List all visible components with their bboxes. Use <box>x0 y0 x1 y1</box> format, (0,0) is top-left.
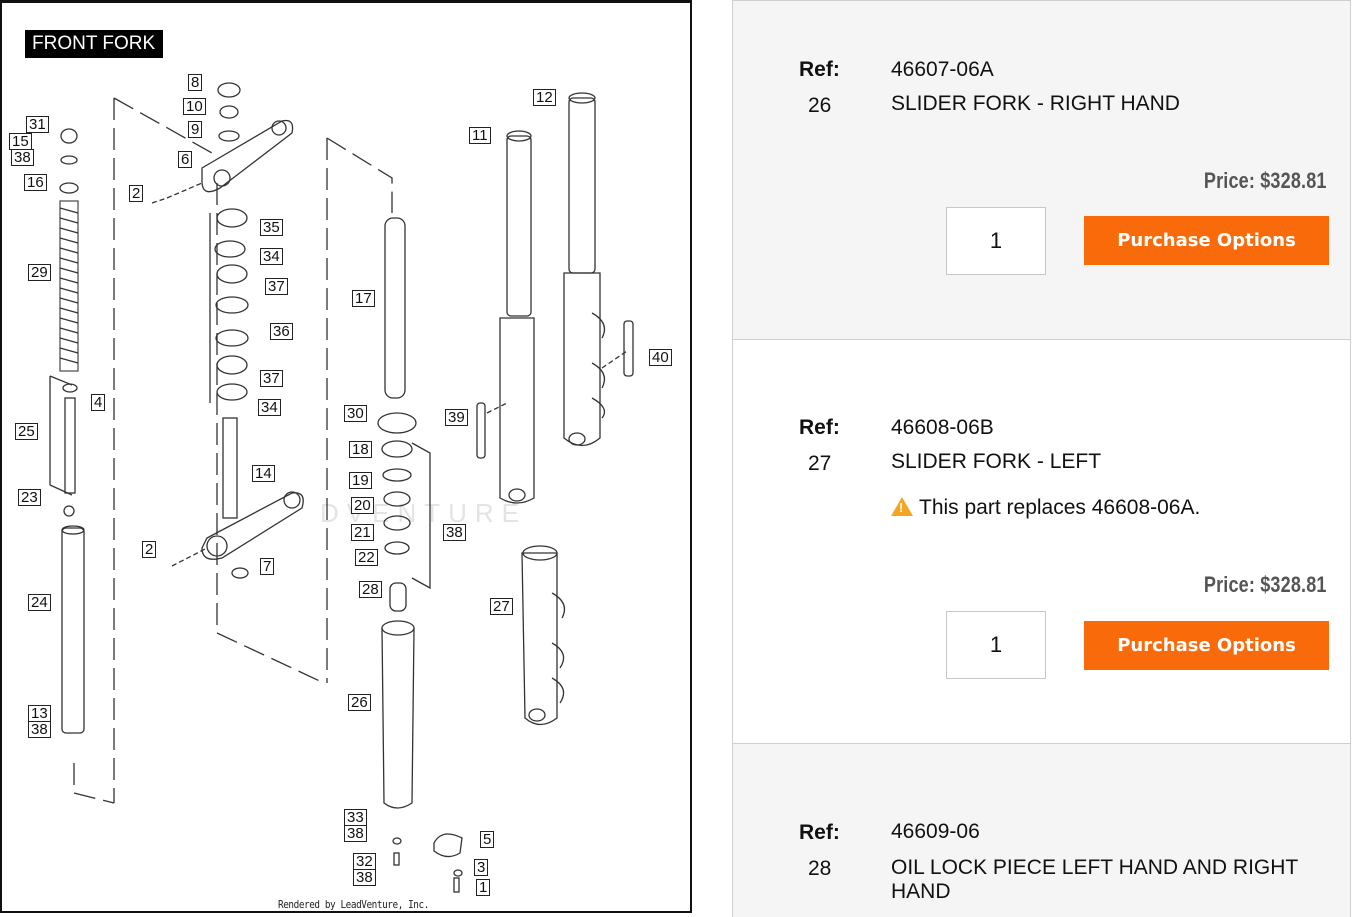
callout[interactable]: 14 <box>252 465 275 482</box>
diagram-title: FRONT FORK <box>25 30 164 58</box>
callout[interactable]: 15 <box>9 133 32 150</box>
callout[interactable]: 35 <box>260 219 283 236</box>
part-card: Ref: 26 46607-06A SLIDER FORK - RIGHT HA… <box>732 0 1351 340</box>
callout[interactable]: 37 <box>260 370 283 387</box>
callout[interactable]: 26 <box>348 694 371 711</box>
quantity-input[interactable] <box>946 611 1046 679</box>
part-number: 46608-06B <box>891 416 994 439</box>
part-description: SLIDER FORK - LEFT <box>891 450 1102 473</box>
callout[interactable]: 2 <box>142 541 157 558</box>
part-card: Ref: 27 46608-06B SLIDER FORK - LEFT Thi… <box>732 340 1351 744</box>
callout[interactable]: 29 <box>28 264 51 281</box>
callout[interactable]: 39 <box>445 409 468 426</box>
part-number: 46609-06 <box>891 820 980 843</box>
callout[interactable]: 38 <box>353 869 376 886</box>
callout[interactable]: 23 <box>18 489 41 506</box>
callout[interactable]: 4 <box>91 394 106 411</box>
ref-label: Ref: <box>799 821 840 844</box>
callout[interactable]: 22 <box>355 549 378 566</box>
ref-number: 28 <box>808 857 832 880</box>
notice-text: This part replaces 46608-06A. <box>919 496 1201 519</box>
quantity-input[interactable] <box>946 207 1046 275</box>
callout[interactable]: 18 <box>349 441 372 458</box>
callout[interactable]: 24 <box>28 594 51 611</box>
callout[interactable]: 1 <box>476 879 491 896</box>
callout[interactable]: 2 <box>129 185 144 202</box>
callout[interactable]: 10 <box>183 98 206 115</box>
price: Price: $328.81 <box>1204 572 1327 597</box>
exploded-view-drawing <box>49 82 634 893</box>
replacement-notice: This part replaces 46608-06A. <box>891 496 1200 520</box>
callout[interactable]: 34 <box>260 248 283 265</box>
callout[interactable]: 8 <box>188 74 203 91</box>
ref-label: Ref: <box>799 416 840 439</box>
price: Price: $328.81 <box>1204 168 1327 193</box>
callout[interactable]: 11 <box>469 127 491 144</box>
callout[interactable]: 12 <box>533 89 556 106</box>
parts-diagram[interactable]: DVENTURE <box>0 0 692 913</box>
callout[interactable]: 20 <box>351 497 374 514</box>
callout[interactable]: 38 <box>28 721 51 738</box>
callout[interactable]: 30 <box>344 405 367 422</box>
callout[interactable]: 32 <box>353 853 376 870</box>
callout[interactable]: 9 <box>188 121 203 138</box>
part-card: Ref: 28 46609-06 OIL LOCK PIECE LEFT HAN… <box>732 744 1351 917</box>
callout[interactable]: 38 <box>443 524 466 541</box>
callout[interactable]: 6 <box>178 151 193 168</box>
ref-number: 26 <box>808 94 832 117</box>
ref-label: Ref: <box>799 58 840 81</box>
callout[interactable]: 25 <box>15 423 38 440</box>
ref-number: 27 <box>808 452 832 475</box>
callout[interactable]: 3 <box>474 859 489 876</box>
callout[interactable]: 34 <box>258 399 281 416</box>
purchase-options-button[interactable]: Purchase Options <box>1084 621 1329 670</box>
callout[interactable]: 33 <box>344 809 367 826</box>
callout[interactable]: 16 <box>24 174 47 191</box>
part-description: SLIDER FORK - RIGHT HAND <box>891 92 1180 115</box>
purchase-options-button[interactable]: Purchase Options <box>1084 216 1329 265</box>
callout[interactable]: 38 <box>344 825 367 842</box>
callout[interactable]: 28 <box>359 581 382 598</box>
callout[interactable]: 37 <box>265 278 288 295</box>
callout[interactable]: 40 <box>649 349 672 366</box>
callout[interactable]: 17 <box>352 290 375 307</box>
part-description: OIL LOCK PIECE LEFT HAND AND RIGHT HAND <box>891 856 1298 903</box>
warning-icon <box>891 497 913 516</box>
callout[interactable]: 19 <box>349 472 372 489</box>
callout[interactable]: 38 <box>11 149 34 166</box>
callout[interactable]: 13 <box>28 705 51 722</box>
callout[interactable]: 21 <box>351 524 374 541</box>
callout[interactable]: 31 <box>26 116 49 133</box>
callout[interactable]: 5 <box>480 831 495 848</box>
part-number: 46607-06A <box>891 58 994 81</box>
callout[interactable]: 36 <box>270 323 293 340</box>
callout[interactable]: 7 <box>260 558 275 575</box>
render-credit: Rendered by LeadVenture, Inc. <box>278 898 429 911</box>
callout[interactable]: 27 <box>490 598 513 615</box>
